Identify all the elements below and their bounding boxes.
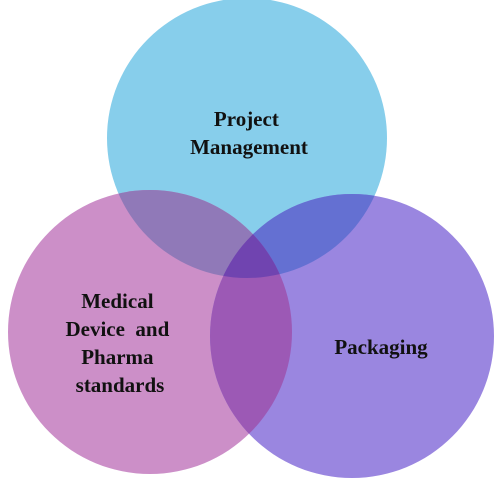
label-line: Device and [65, 317, 169, 341]
label-line: Management [190, 135, 308, 159]
label-packaging: Packaging [334, 335, 428, 359]
label-project-management: Project Management [190, 107, 308, 159]
overlap-project-medical [107, 190, 292, 278]
label-line: Packaging [334, 335, 428, 359]
overlap-project-packaging [210, 194, 387, 278]
label-line: Medical [81, 289, 153, 313]
label-line: standards [76, 373, 165, 397]
label-medical-device-pharma: Medical Device and Pharma standards [65, 289, 174, 397]
label-line: Project [214, 107, 279, 131]
label-line: Pharma [81, 345, 154, 369]
